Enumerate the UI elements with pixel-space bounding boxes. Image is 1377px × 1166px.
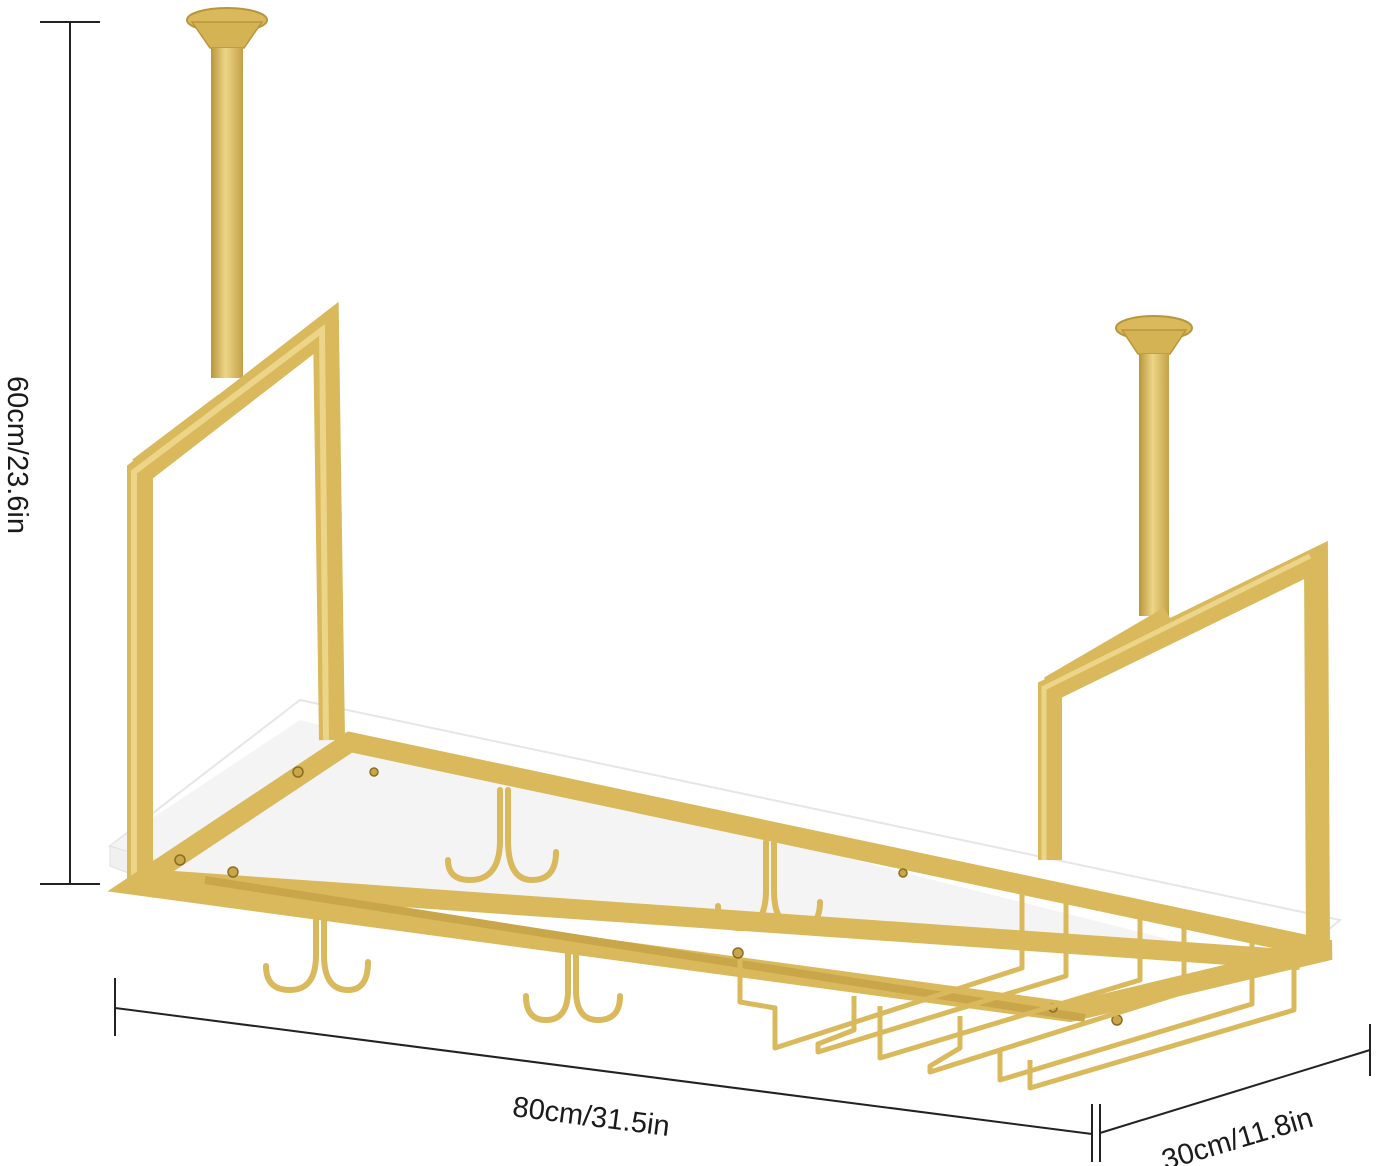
depth-label: 30cm/11.8in bbox=[1158, 1102, 1317, 1166]
width-dimension bbox=[114, 978, 1101, 1162]
depth-dimension bbox=[1099, 1024, 1371, 1134]
hook-1 bbox=[445, 787, 559, 884]
ceiling-rod-right bbox=[1115, 315, 1193, 616]
width-label: 80cm/31.5in bbox=[511, 1091, 672, 1143]
height-dimension bbox=[40, 21, 100, 885]
glass-rails bbox=[737, 890, 1297, 1091]
ceiling-rod-left bbox=[186, 7, 268, 378]
hook-3 bbox=[263, 903, 371, 994]
hook-4 bbox=[523, 947, 623, 1024]
frame-left-side-highlight bbox=[131, 324, 329, 890]
hook-2 bbox=[715, 839, 823, 932]
frame-right-side-highlight bbox=[1041, 553, 1312, 860]
height-label: 60cm/23.6in bbox=[1, 376, 33, 534]
